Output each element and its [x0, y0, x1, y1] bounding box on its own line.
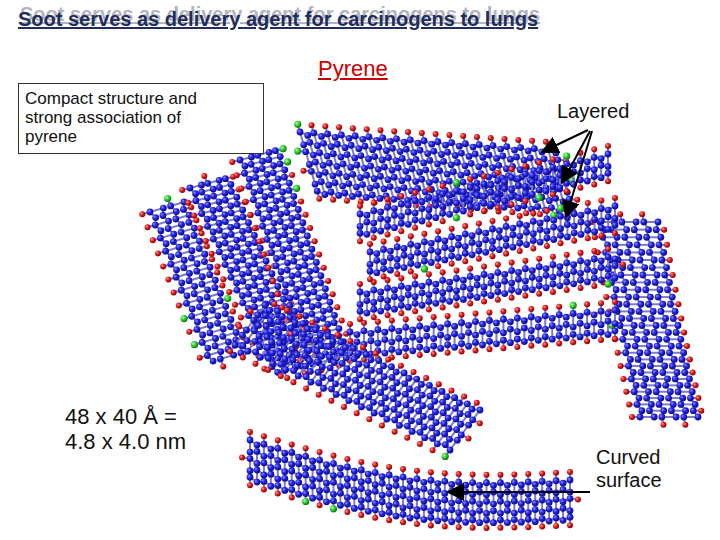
slide: Soot serves as delivery agent for carcin… [0, 0, 720, 540]
